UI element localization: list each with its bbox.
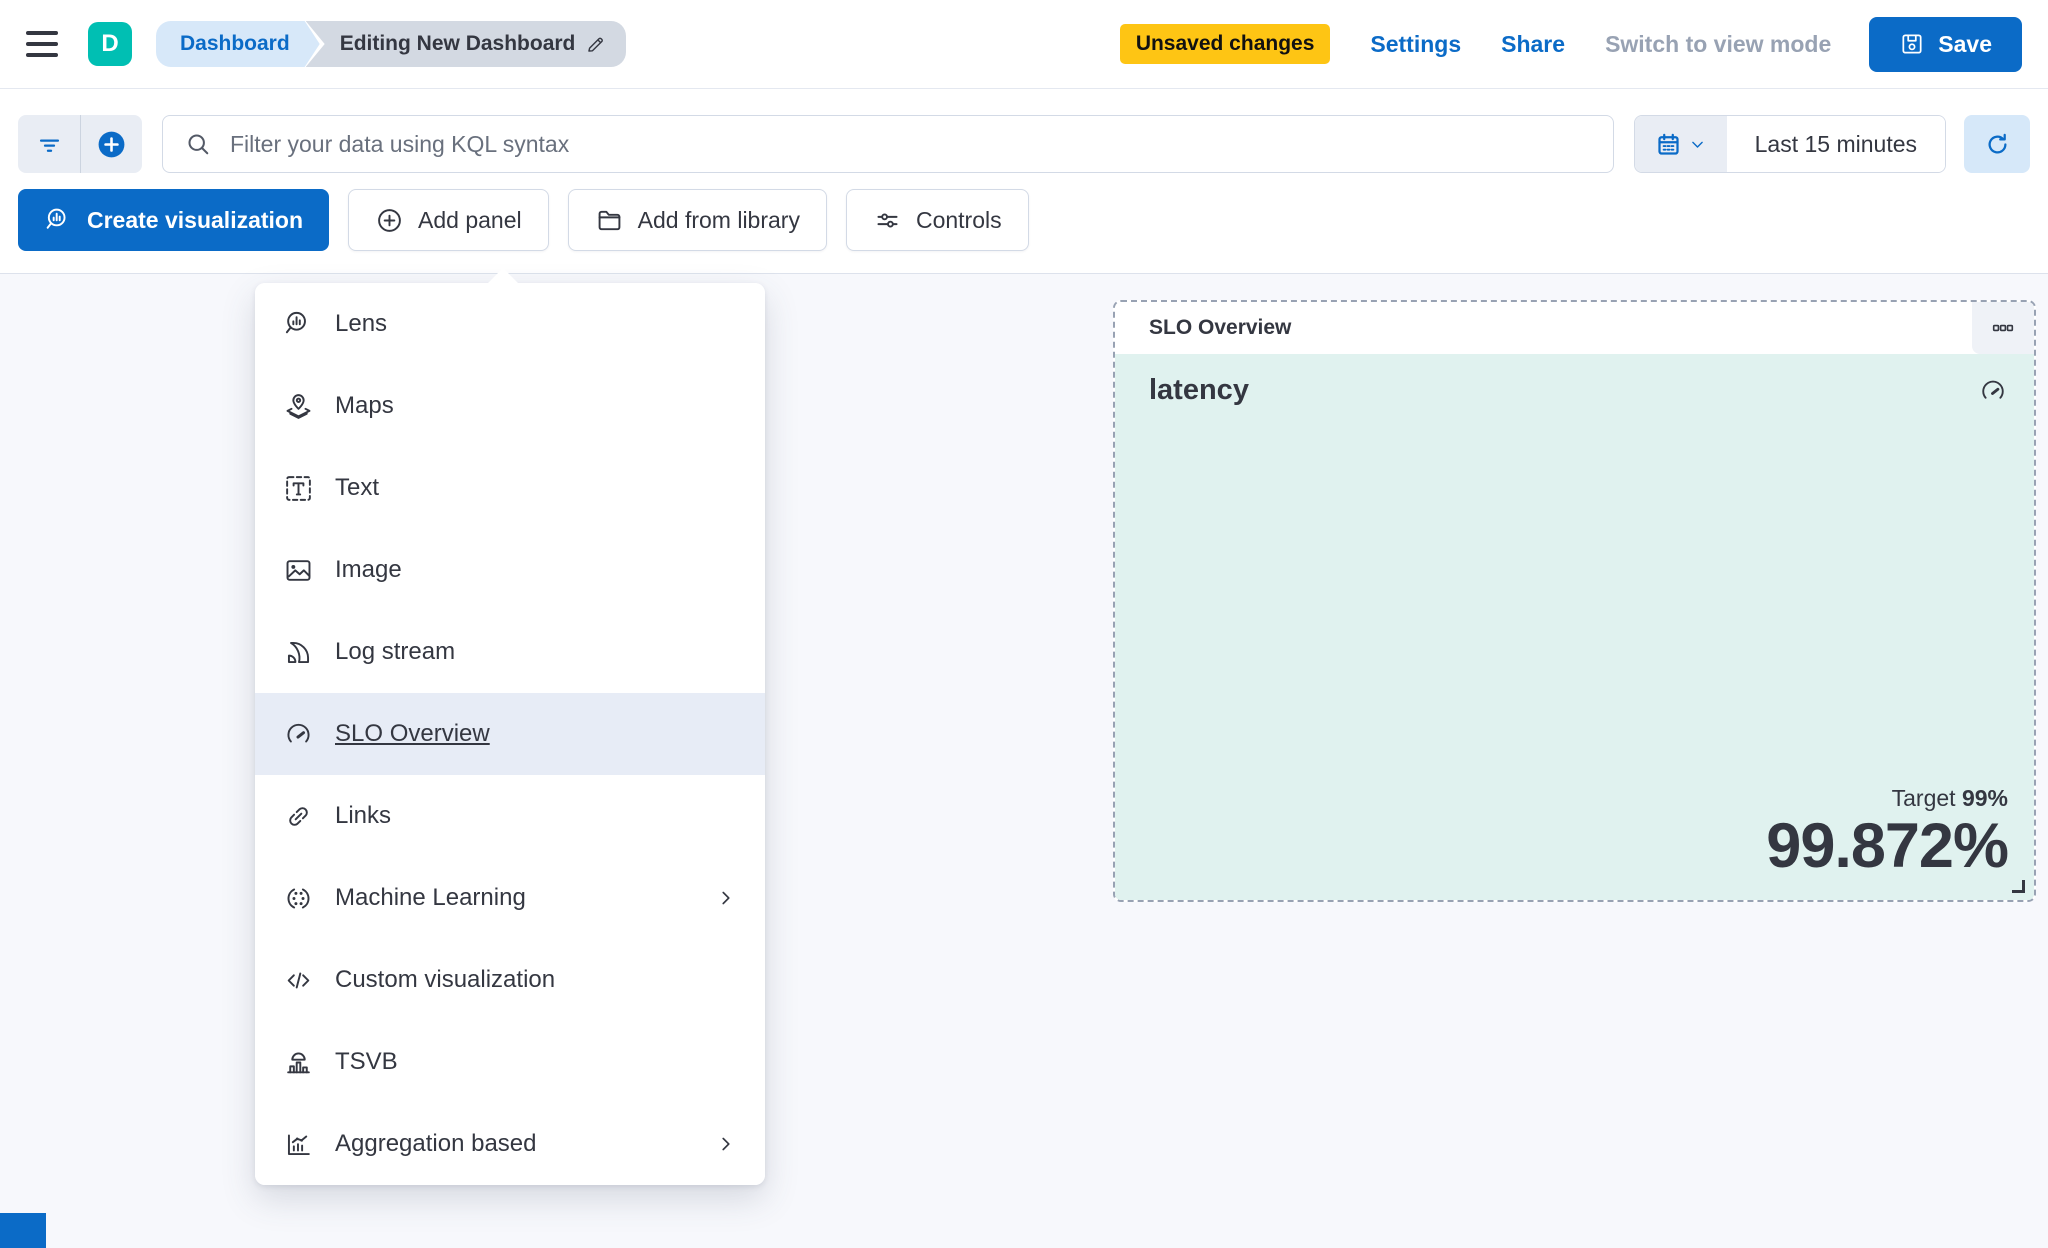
add-panel-menu: Lens Maps Text Image Log stream	[255, 268, 765, 1185]
add-from-library-label: Add from library	[637, 206, 800, 233]
menu-item-custom-visualization[interactable]: Custom visualization	[255, 939, 765, 1021]
menu-item-links[interactable]: Links	[255, 775, 765, 857]
menu-item-label: Machine Learning	[335, 884, 526, 911]
add-from-library-button[interactable]: Add from library	[567, 189, 827, 251]
kql-search-bar	[162, 115, 1614, 173]
settings-link[interactable]: Settings	[1370, 30, 1462, 57]
refresh-button[interactable]	[1964, 115, 2030, 173]
slo-metric-body: latency Target 99% 99.872%	[1115, 354, 2034, 900]
menu-item-label: Custom visualization	[335, 966, 556, 993]
machine-learning-icon	[283, 883, 314, 914]
create-visualization-label: Create visualization	[87, 206, 304, 233]
menu-item-label: Maps	[335, 392, 394, 419]
chevron-right-icon	[715, 1133, 737, 1155]
image-icon	[283, 555, 314, 586]
plus-circle-filled-icon	[98, 131, 125, 157]
breadcrumb-current-label: Editing New Dashboard	[339, 32, 576, 55]
menu-item-log-stream[interactable]: Log stream	[255, 611, 765, 693]
query-toolbar: Last 15 minutes Create visualization Add…	[0, 88, 2048, 274]
aggregation-based-icon	[283, 1129, 314, 1160]
filter-controls-group	[18, 115, 142, 173]
menu-item-label: Image	[335, 556, 402, 583]
plus-circle-icon	[378, 208, 401, 232]
add-panel-menu-items: Lens Maps Text Image Log stream	[255, 283, 765, 1185]
menu-item-lens[interactable]: Lens	[255, 283, 765, 365]
panel-options-button[interactable]	[1972, 302, 2034, 354]
unsaved-changes-badge: Unsaved changes	[1119, 24, 1331, 64]
slo-values: Target 99% 99.872%	[1766, 784, 2009, 881]
menu-item-label: Links	[335, 802, 392, 829]
sliders-icon	[877, 212, 898, 228]
menu-item-image[interactable]: Image	[255, 529, 765, 611]
menu-item-label: SLO Overview	[335, 720, 490, 747]
slo-overview-panel[interactable]: SLO Overview latency Target 99% 99.872%	[1113, 300, 2036, 902]
new-panel-placeholder	[0, 1213, 46, 1248]
menu-hamburger-icon[interactable]	[26, 31, 58, 57]
menu-item-label: Log stream	[335, 638, 456, 665]
menu-item-label: Text	[335, 474, 380, 501]
kql-search-input[interactable]	[230, 130, 1591, 158]
panel-header: SLO Overview	[1115, 302, 2034, 354]
menu-item-tsvb[interactable]: TSVB	[255, 1021, 765, 1103]
save-disk-icon	[1902, 34, 1922, 54]
panel-title: SLO Overview	[1149, 316, 1292, 339]
boxes-horizontal-icon	[1992, 324, 2014, 332]
switch-to-view-mode-link[interactable]: Switch to view mode	[1605, 30, 1832, 57]
time-range-value[interactable]: Last 15 minutes	[1726, 116, 1945, 172]
text-icon	[283, 473, 314, 504]
links-icon	[283, 801, 314, 832]
panel-resize-handle[interactable]	[2012, 880, 2025, 893]
add-panel-button[interactable]: Add panel	[348, 189, 549, 251]
filter-icon	[39, 138, 59, 152]
custom-visualization-icon	[283, 965, 314, 996]
filter-button[interactable]	[18, 115, 80, 173]
breadcrumb-dashboard[interactable]: Dashboard	[156, 21, 320, 67]
slo-gauge-icon	[283, 719, 314, 750]
menu-item-label: TSVB	[335, 1048, 398, 1075]
menu-item-label: Aggregation based	[335, 1130, 537, 1157]
folder-icon	[598, 210, 620, 230]
controls-label: Controls	[915, 206, 1002, 233]
menu-item-label: Lens	[335, 310, 388, 337]
chevron-right-icon	[715, 887, 737, 909]
menu-item-aggregation-based[interactable]: Aggregation based	[255, 1103, 765, 1185]
tsvb-icon	[283, 1047, 314, 1078]
slo-value: 99.872%	[1766, 810, 2009, 881]
slo-target-label: Target	[1891, 784, 1956, 811]
menu-item-text[interactable]: Text	[255, 447, 765, 529]
maps-icon	[283, 391, 314, 422]
lens-icon	[283, 309, 314, 340]
search-icon	[188, 133, 209, 154]
pencil-icon	[588, 37, 604, 52]
breadcrumb: Dashboard Editing New Dashboard	[156, 21, 627, 67]
save-button-label: Save	[1938, 30, 1992, 57]
refresh-icon	[1988, 133, 2006, 153]
create-visualization-button[interactable]: Create visualization	[18, 189, 330, 251]
share-link[interactable]: Share	[1501, 30, 1566, 57]
menu-item-maps[interactable]: Maps	[255, 365, 765, 447]
menu-item-slo-overview[interactable]: SLO Overview	[255, 693, 765, 775]
add-filter-button[interactable]	[80, 115, 142, 173]
time-picker: Last 15 minutes	[1633, 115, 1946, 173]
slo-metric-name: latency	[1149, 374, 1249, 406]
log-stream-icon	[283, 637, 314, 668]
space-avatar[interactable]: D	[88, 22, 132, 66]
slo-target-value: 99%	[1961, 784, 2008, 811]
calendar-dropdown-button[interactable]	[1634, 116, 1727, 172]
menu-item-machine-learning[interactable]: Machine Learning	[255, 857, 765, 939]
gauge-icon	[1978, 376, 2008, 411]
calendar-icon	[1658, 133, 1679, 155]
breadcrumb-current[interactable]: Editing New Dashboard	[305, 21, 627, 67]
add-panel-label: Add panel	[418, 206, 522, 233]
lens-icon	[46, 208, 66, 229]
controls-button[interactable]: Controls	[845, 189, 1029, 251]
save-button[interactable]: Save	[1869, 16, 2022, 72]
chevron-down-icon	[1692, 141, 1703, 148]
header-actions: Unsaved changes Settings Share Switch to…	[1119, 16, 2022, 72]
top-header: D Dashboard Editing New Dashboard Unsave…	[0, 0, 2048, 88]
